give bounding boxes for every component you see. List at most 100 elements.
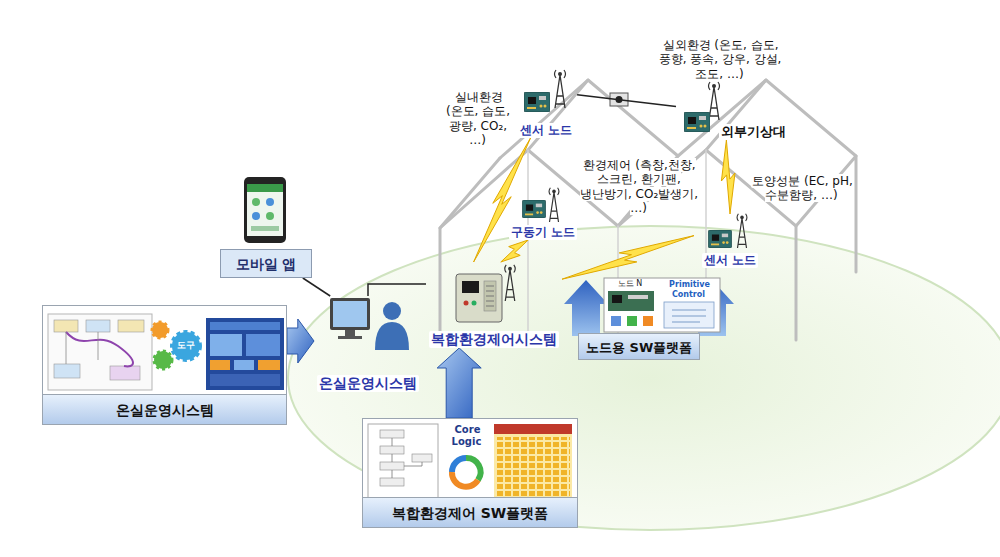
node-platform-screenshot [608,291,654,311]
controller-device-icon [486,286,494,306]
node-board-icon [684,112,710,132]
antenna-icon [737,214,747,248]
operation-screenshot [234,360,254,370]
node-platform-screenshot [612,295,622,303]
annotation-text: Core Logic [452,424,483,447]
node-label: 온실운영시스템 [116,402,214,420]
wireless-link [474,138,531,262]
controller-device-icon [456,274,502,322]
text-holder: 노드용 SW플랫폼 [578,333,700,360]
controller-device-icon [462,281,479,293]
smartphone-icon [244,177,286,243]
node-label: 온실운영시스템 [317,375,419,393]
core-logic-screenshot [380,478,404,486]
core-logic-screenshot [380,446,404,454]
smartphone-icon [244,177,286,243]
flow-arrow [287,319,314,363]
link-line [368,284,426,296]
controller-device-icon [472,301,477,306]
wireless-link [501,240,528,262]
node-label: 센서 노드 [702,253,758,268]
node-label: 외부기상대 [719,124,788,140]
annotation-text: 환경제어 (측창,천창, 스크린, 환기팬, 냉난방기, CO₂발생기, …) [580,158,698,215]
ground-ellipse [288,226,1000,530]
smartphone-icon [247,184,283,236]
operation-screenshot [154,351,172,369]
node-board-icon [708,230,731,248]
smartphone-icon [251,226,279,231]
controller-device-icon [484,281,496,311]
annotation-text: 실외환경 (온도, 습도, 풍향, 풍속, 강우, 강설, 조도, …) [659,38,782,81]
text-holder: 온실운영시스템 [317,373,419,393]
annotation-holder: 실외환경 (온도, 습도, 풍향, 풍속, 강우, 강설, 조도, …) [652,38,788,81]
node-platform-screenshot [672,310,706,322]
node-platform-arrow [564,280,608,336]
workstation-icon [333,301,367,327]
smartphone-icon [252,212,260,220]
operation-screenshot [246,334,280,356]
annotation-text: 토양성분 (EC, pH, 수분함량, …) [751,174,853,202]
controller-device-icon [456,274,502,322]
text-holder: 구동기 노드 [509,221,577,240]
text-holder: 센서 노드 [518,119,574,138]
node-platform-screenshot [604,278,720,332]
actuator-node: 구동기 노드 [506,188,580,240]
operation-screenshot [210,334,242,356]
node-board-icon [524,92,550,112]
annotation-text: 실내환경 (온도, 습도, 광량, CO₂, …) [446,90,510,147]
node-board-icon [522,200,545,218]
text-holder: 복합환경제어시스템 [429,329,559,349]
operation-screenshot [210,322,280,330]
node-platform-screenshot [664,302,714,328]
core-logic-screenshot [452,472,478,487]
annotation-holder: 노드 N [608,279,652,289]
smartphone-icon [266,212,274,220]
node-platform-screenshot [628,295,648,299]
node-label: 센서 노드 [518,123,574,138]
link-line [577,95,676,107]
app-node: 모바일 앱 [220,176,312,278]
annotation-text: 노드 N [617,279,644,288]
node-label: 복합환경제어 SW플랫폼 [392,505,548,523]
workstation-icon [330,298,370,330]
operation-screenshot [42,305,287,425]
annotation-text: 도구 [176,340,196,350]
core-logic-screenshot [368,424,438,498]
operation-screenshot [54,320,78,332]
smartphone-icon [252,198,260,206]
weather-station-node: 외부기상대 [676,84,788,140]
workstation-icon [383,302,401,320]
node-label: 모바일 앱 [236,256,297,274]
operation-screenshot [54,364,80,378]
text-holder: 복합환경제어 SW플랫폼 [363,497,577,528]
annotation-holder: 환경제어 (측창,천창, 스크린, 환기팬, 냉난방기, CO₂발생기, …) [578,158,700,216]
workstation-icon [375,322,409,350]
operation-screenshot [66,332,98,364]
antenna-icon [709,82,720,120]
wireless-link [562,236,694,280]
greenhouse-frame [440,80,856,345]
workstation-icon [330,298,409,350]
node-platform-screenshot [643,316,653,326]
annotation-holder: 도구 [174,340,198,351]
operation-screenshot [66,332,133,366]
core-logic-screenshot [362,418,578,528]
core-logic-screenshot [362,418,578,528]
screenshot-panel: 온실운영시스템 [42,305,287,425]
core-logic-screenshot [380,462,404,470]
antenna-icon [549,188,559,222]
core-logic-screenshot [412,454,432,462]
operation-screenshot [210,374,280,386]
operation-screenshot [48,314,152,390]
wireless-link [721,140,735,214]
text-holder: 모바일 앱 [220,249,312,279]
core-logic-screenshot [452,458,466,472]
operation-screenshot [152,322,168,338]
node-label: 구동기 노드 [509,225,577,240]
ground-ellipse [288,226,1000,530]
antenna-icon [505,265,515,301]
controller-node: 복합환경제어시스템 [426,262,562,348]
operation-screenshot [42,305,287,425]
antenna-icon [555,70,566,108]
